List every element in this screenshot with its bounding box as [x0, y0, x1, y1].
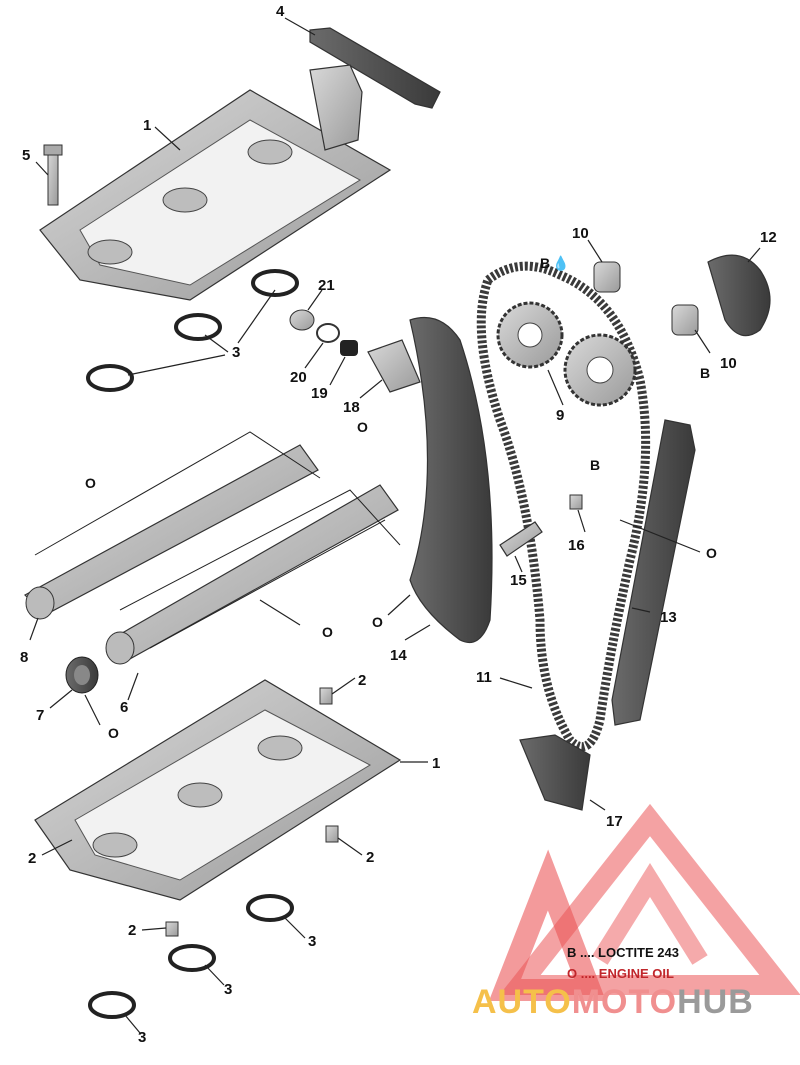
camshaft-reference-lines [34, 431, 401, 649]
callout-3-upper: 3 [232, 344, 240, 361]
callout-5: 5 [22, 147, 30, 164]
callout-17: 17 [606, 813, 623, 830]
brand-hub: HUB [677, 983, 754, 1021]
callout-1-lower: 1 [432, 755, 440, 772]
part-7-ring [65, 656, 99, 694]
callout-9: 9 [556, 407, 564, 424]
note-o-18: O [357, 419, 368, 435]
part-3-rings-upper [86, 269, 299, 392]
callout-13: 13 [660, 609, 677, 626]
part-6-camshaft [105, 484, 399, 665]
callout-1-upper: 1 [143, 117, 151, 134]
callout-3-d: 3 [138, 1029, 146, 1046]
part-15-pin [499, 521, 543, 557]
callout-10-lower: 10 [720, 355, 737, 372]
callout-20: 20 [290, 369, 307, 386]
brand-moto: MOTO [572, 983, 677, 1021]
callout-4: 4 [276, 3, 285, 20]
watermark-text: AUTOMOTOHUB [472, 983, 754, 1021]
note-b-10-lower: B [700, 365, 710, 381]
part-5-bolt [43, 144, 63, 206]
note-o-14: O [372, 614, 383, 630]
callout-2-a: 2 [358, 672, 366, 689]
drop-icon: 💧 [552, 255, 569, 272]
brand-auto: AUTO [472, 983, 572, 1021]
lubricant-notes: B 💧 B B O O O O O O [85, 255, 717, 741]
callout-2-c: 2 [366, 849, 374, 866]
part-3-rings-lower [88, 894, 294, 1019]
callout-2-d: 2 [128, 922, 136, 939]
callout-15: 15 [510, 572, 527, 589]
note-o-7: O [108, 725, 119, 741]
note-o-13: O [706, 545, 717, 561]
legend-engine-oil: O .... ENGINE OIL [567, 966, 674, 981]
callout-14: 14 [390, 647, 407, 664]
callout-16: 16 [568, 537, 585, 554]
part-17-guide [519, 734, 591, 811]
callout-labels: 4 1 5 3 21 20 19 18 10 12 10 9 16 15 13 … [20, 3, 777, 1046]
callout-3-b: 3 [308, 933, 316, 950]
leader-lines [29, 17, 761, 1034]
legend-loctite: B .... LOCTITE 243 [567, 945, 679, 960]
callout-19: 19 [311, 385, 328, 402]
part-2-dowels [165, 687, 339, 937]
parts-18-21-tensioner-parts [289, 309, 421, 393]
callout-10-upper: 10 [572, 225, 589, 242]
note-o-camshaft-bottom: O [322, 624, 333, 640]
part-13-chain-guide [611, 419, 696, 726]
callout-3-c: 3 [224, 981, 232, 998]
part-16-dowel [569, 494, 583, 510]
callout-8: 8 [20, 649, 28, 666]
watermark-logo [488, 803, 800, 1001]
callout-21: 21 [318, 277, 335, 294]
part-9-sprockets [496, 301, 637, 407]
legend: B .... LOCTITE 243 O .... ENGINE OIL [567, 945, 679, 981]
note-b-16: B [590, 457, 600, 473]
callout-18: 18 [343, 399, 360, 416]
part-10-sprocket-bolts [593, 261, 699, 336]
callout-2-b: 2 [28, 850, 36, 867]
part-4-rail [309, 27, 441, 109]
callout-7: 7 [36, 707, 44, 724]
part-1-upper-camshaft-cap [39, 64, 392, 301]
callout-12: 12 [760, 229, 777, 246]
part-14-chain-guide [409, 316, 493, 644]
part-12-cover [707, 254, 771, 337]
note-o-camshaft-top: O [85, 475, 96, 491]
part-1-lower-camshaft-cap [34, 679, 402, 901]
part-8-camshaft [24, 444, 319, 620]
svg-text:AUTOMOTOHUB: AUTOMOTOHUB [472, 983, 754, 1021]
callout-11: 11 [476, 669, 492, 686]
callout-6: 6 [120, 699, 128, 716]
note-b-10-upper: B [540, 255, 550, 271]
